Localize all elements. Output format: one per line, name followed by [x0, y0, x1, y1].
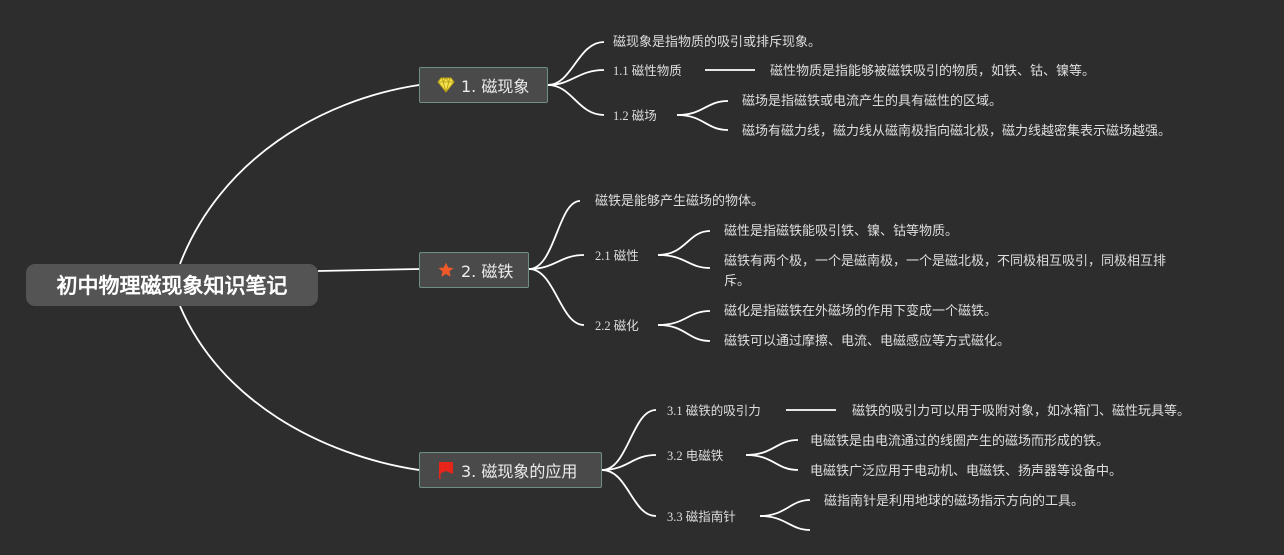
flag-icon [436, 460, 456, 480]
note-2-2-2: 磁铁可以通过摩擦、电流、电磁感应等方式磁化。 [724, 333, 1011, 348]
note-1-2-1: 磁场是指磁铁或电流产生的具有磁性的区域。 [742, 93, 1003, 108]
subtopic-3-3[interactable]: 3.3 磁指南针 [667, 510, 736, 524]
subtopic-1-1[interactable]: 1.1 磁性物质 [613, 64, 682, 78]
subtopic-2-2[interactable]: 2.2 磁化 [595, 319, 639, 333]
note-2-1-1: 磁性是指磁铁能吸引铁、镍、钴等物质。 [724, 223, 959, 238]
note-2-1-2: 磁铁有两个极，一个是磁南极，一个是磁北极，不同极相互吸引，同极相互排 [724, 253, 1167, 268]
branch-1-description: 磁现象是指物质的吸引或排斥现象。 [613, 34, 822, 49]
note-2-1-2-cont: 斥。 [724, 273, 751, 288]
diamond-icon [436, 75, 456, 95]
root-topic[interactable]: 初中物理磁现象知识笔记 [26, 264, 318, 306]
branch-label-1: 1. 磁现象 [461, 77, 530, 96]
subtopic-3-2[interactable]: 3.2 电磁铁 [667, 449, 724, 463]
branch-topic-2[interactable]: 2. 磁铁 [419, 252, 529, 288]
note-2-2-1: 磁化是指磁铁在外磁场的作用下变成一个磁铁。 [724, 303, 998, 318]
note-3-2-2: 电磁铁广泛应用于电动机、电磁铁、扬声器等设备中。 [810, 463, 1123, 478]
branch-topic-1[interactable]: 1. 磁现象 [419, 67, 548, 103]
subtopic-1-2[interactable]: 1.2 磁场 [613, 109, 657, 123]
note-1-2-2: 磁场有磁力线，磁力线从磁南极指向磁北极，磁力线越密集表示磁场越强。 [742, 123, 1172, 138]
note-3-2-1: 电磁铁是由电流通过的线圈产生的磁场而形成的铁。 [810, 433, 1110, 448]
subtopic-2-1[interactable]: 2.1 磁性 [595, 249, 639, 263]
branch-label-3: 3. 磁现象的应用 [461, 462, 578, 481]
note-1-1-1: 磁性物质是指能够被磁铁吸引的物质，如铁、钴、镍等。 [770, 63, 1096, 78]
subtopic-3-1[interactable]: 3.1 磁铁的吸引力 [667, 404, 761, 418]
star-icon [436, 260, 456, 280]
root-title: 初中物理磁现象知识笔记 [56, 274, 288, 298]
note-3-1-1: 磁铁的吸引力可以用于吸附对象，如冰箱门、磁性玩具等。 [852, 403, 1191, 418]
branch-2-description: 磁铁是能够产生磁场的物体。 [595, 193, 765, 208]
branch-topic-3[interactable]: 3. 磁现象的应用 [419, 452, 602, 488]
branch-label-2: 2. 磁铁 [461, 262, 514, 281]
note-3-3-1: 磁指南针是利用地球的磁场指示方向的工具。 [824, 493, 1085, 508]
